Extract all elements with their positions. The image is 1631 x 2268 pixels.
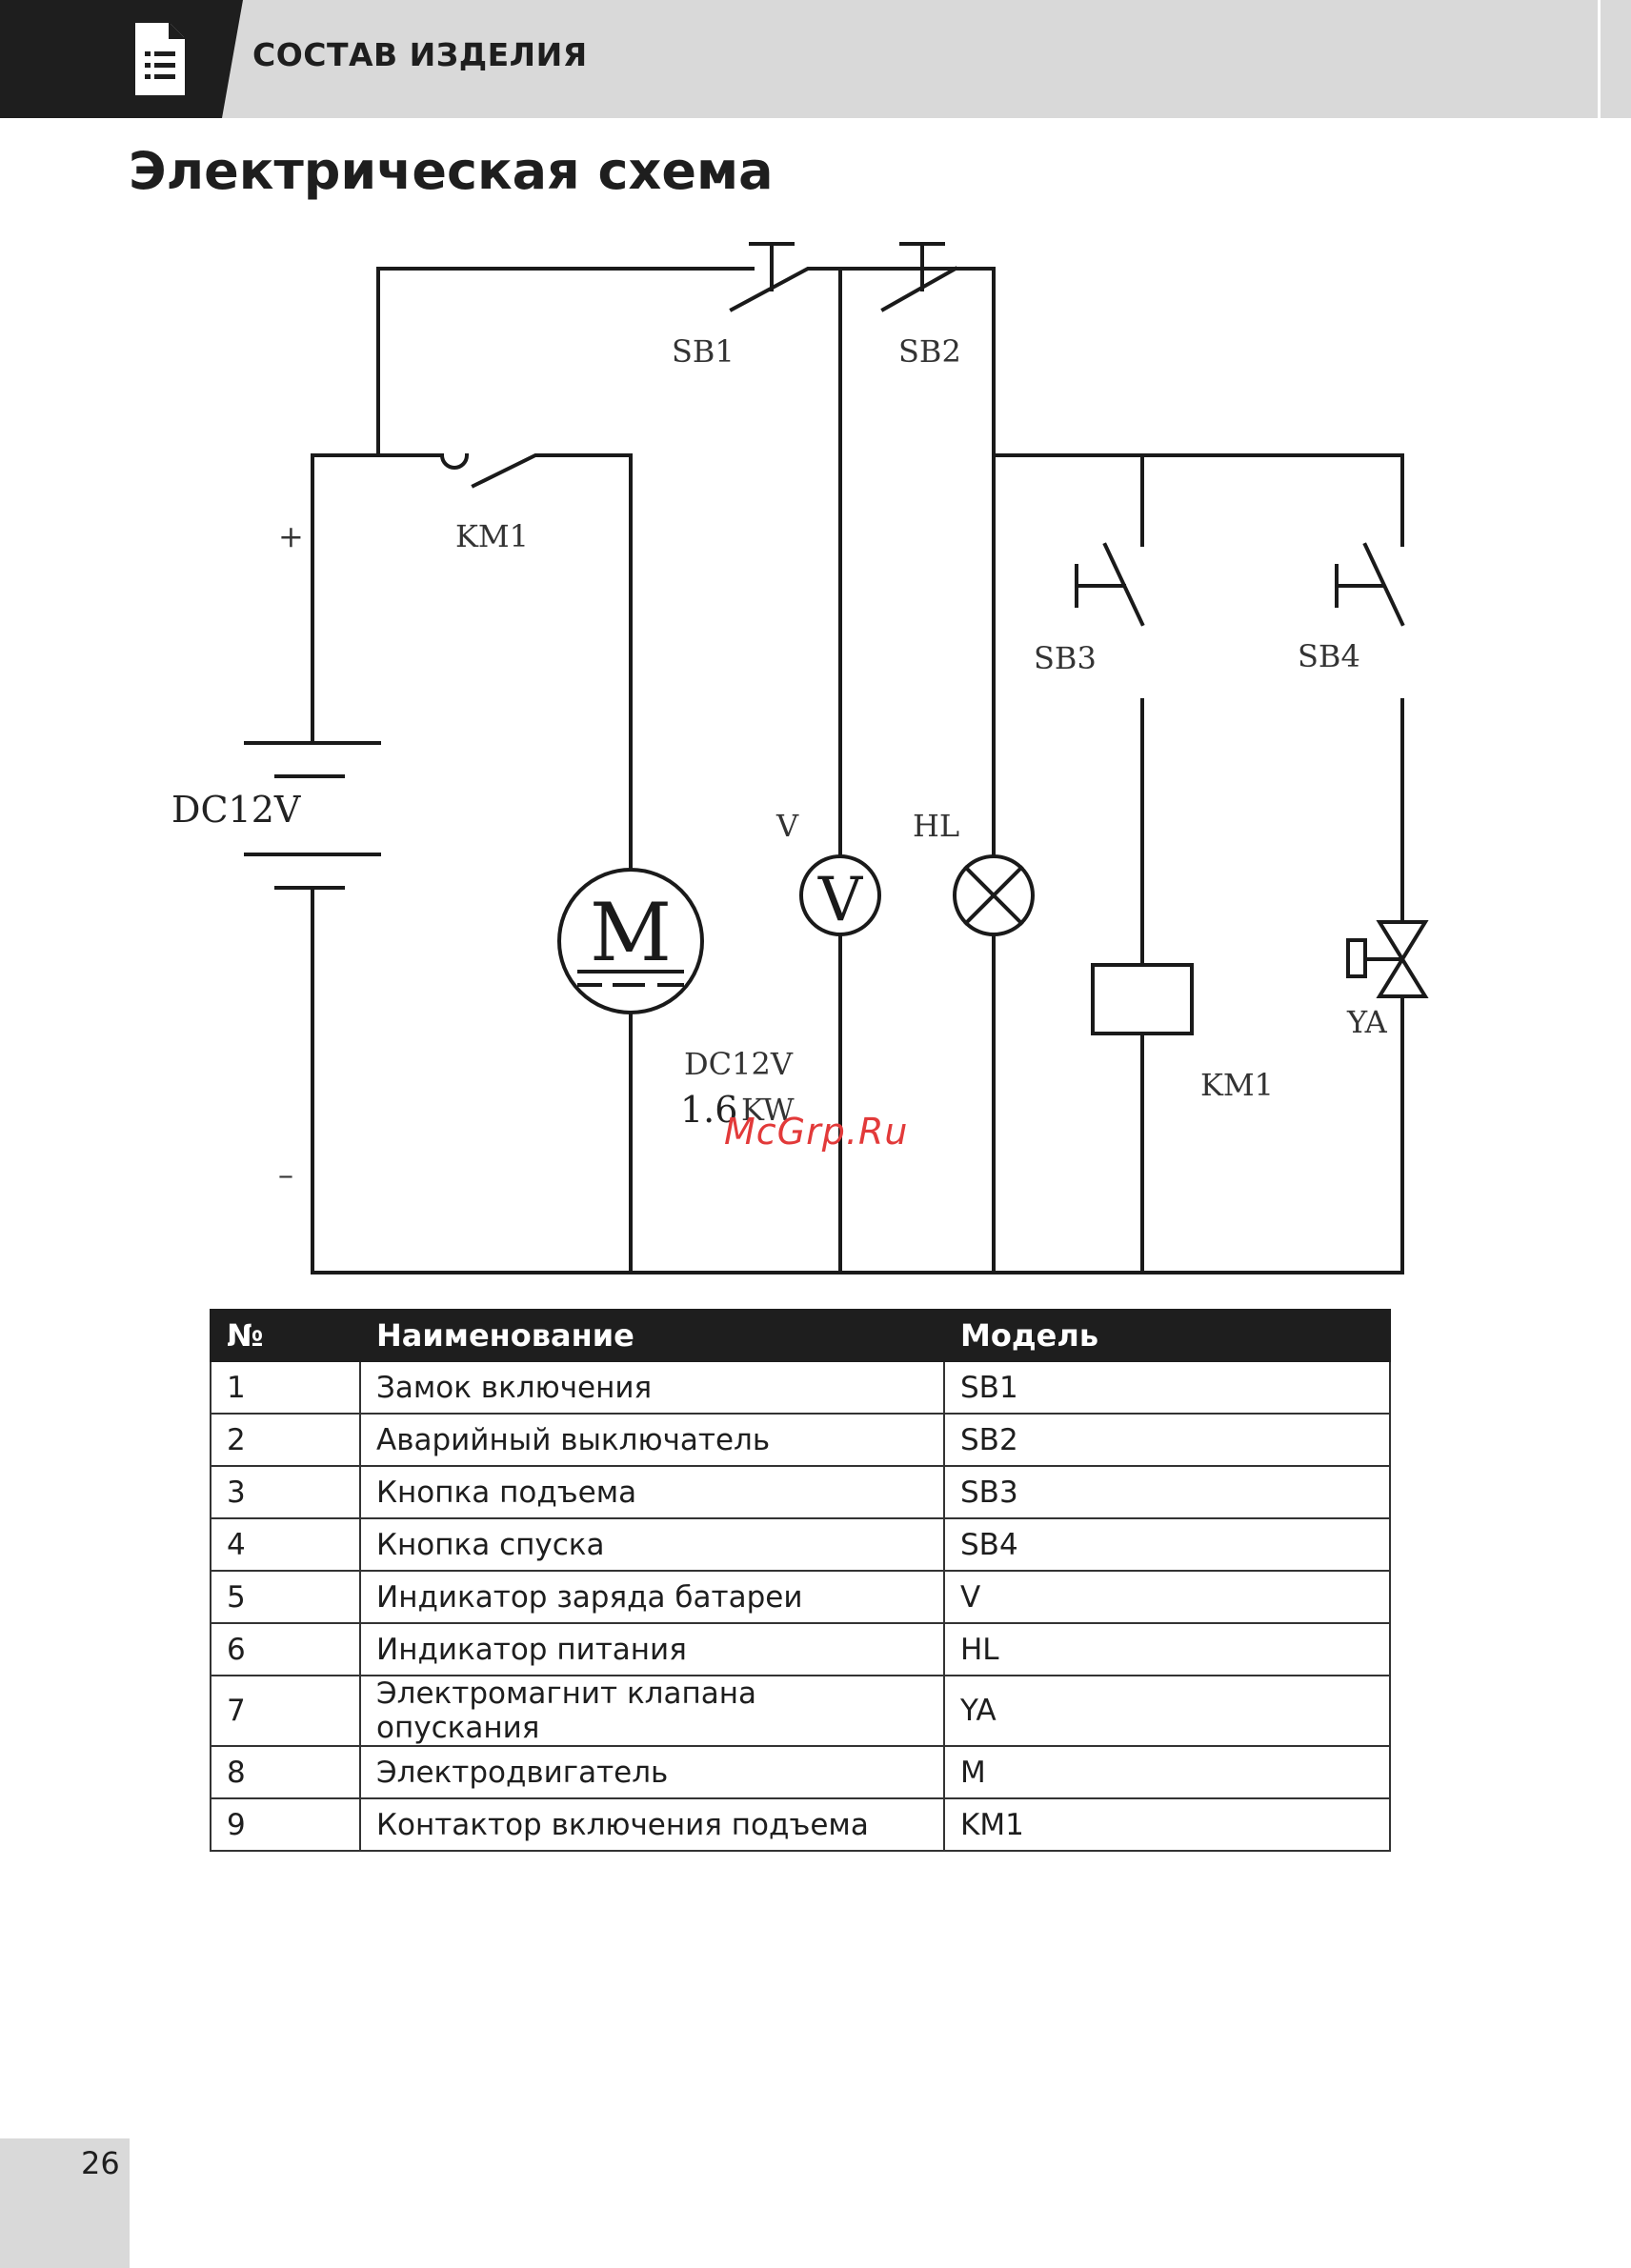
header-number: № bbox=[210, 1309, 361, 1362]
label-ya: YA bbox=[1346, 1004, 1388, 1040]
header-tab bbox=[0, 0, 243, 118]
switch-sb1-actuator bbox=[749, 242, 795, 291]
label-sb1: SB1 bbox=[672, 333, 735, 370]
page-number: 26 bbox=[81, 2145, 120, 2181]
cell-name: Контактор включения подъема bbox=[359, 1797, 945, 1852]
km1-contact-arc bbox=[439, 452, 470, 470]
cell-model: SB4 bbox=[943, 1517, 1391, 1572]
button-sb4-actuator bbox=[1335, 564, 1385, 608]
label-plus: + bbox=[278, 518, 304, 554]
table-row: 3 Кнопка подъема SB3 bbox=[210, 1465, 1391, 1519]
label-voltmeter: V bbox=[775, 808, 799, 844]
table-row: 1 Замок включения SB1 bbox=[210, 1360, 1391, 1415]
cell-number: 2 bbox=[210, 1413, 361, 1467]
cell-number: 4 bbox=[210, 1517, 361, 1572]
label-battery: DC12V bbox=[171, 789, 301, 831]
label-minus: – bbox=[278, 1156, 293, 1193]
header-divider bbox=[1598, 0, 1601, 118]
cell-name: Кнопка спуска bbox=[359, 1517, 945, 1572]
table-row: 2 Аварийный выключатель SB2 bbox=[210, 1413, 1391, 1467]
voltmeter-letter: V bbox=[817, 865, 864, 935]
table-row: 8 Электродвигатель M bbox=[210, 1745, 1391, 1799]
page-number-box bbox=[0, 2138, 130, 2268]
label-sb3: SB3 bbox=[1034, 640, 1097, 676]
cell-model: V bbox=[943, 1570, 1391, 1624]
label-km1-coil: KM1 bbox=[1200, 1067, 1274, 1103]
document-list-icon bbox=[135, 23, 185, 95]
cell-number: 9 bbox=[210, 1797, 361, 1852]
table-row: 4 Кнопка спуска SB4 bbox=[210, 1517, 1391, 1572]
motor-symbol bbox=[557, 868, 704, 1014]
cell-name: Кнопка подъема bbox=[359, 1465, 945, 1519]
km1-contact-blade bbox=[471, 453, 633, 1274]
page-title: Электрическая схема bbox=[129, 141, 774, 201]
switch-sb2-blade bbox=[880, 266, 958, 312]
valve-solenoid bbox=[1346, 938, 1367, 978]
cell-number: 3 bbox=[210, 1465, 361, 1519]
header-bar bbox=[0, 0, 1631, 118]
label-sb2: SB2 bbox=[898, 333, 961, 370]
wiring-diagram: SB1 SB2 KM1 + – DC12V M V V HL SB3 SB4 Y… bbox=[171, 242, 1429, 1274]
cell-name: Электродвигатель bbox=[359, 1745, 945, 1799]
cell-number: 5 bbox=[210, 1570, 361, 1624]
parts-table: № Наименование Модель 1 Замок включения … bbox=[210, 1309, 1391, 1852]
motor-letter: M bbox=[590, 886, 672, 979]
table-row: 9 Контактор включения подъема KM1 bbox=[210, 1797, 1391, 1852]
switch-sb2-actuator bbox=[899, 242, 945, 291]
table-row: 5 Индикатор заряда батареи V bbox=[210, 1570, 1391, 1624]
watermark: McGrp.Ru bbox=[724, 1111, 909, 1153]
table-row: 7 Электромагнит клапана опускания YA bbox=[210, 1675, 1391, 1747]
coil-km1 bbox=[1091, 963, 1194, 1035]
cell-name: Аварийный выключатель bbox=[359, 1413, 945, 1467]
cell-model: M bbox=[943, 1745, 1391, 1799]
label-motor-power-unit: KW bbox=[741, 1092, 795, 1128]
cell-number: 7 bbox=[210, 1675, 361, 1747]
label-motor-voltage: DC12V bbox=[684, 1046, 794, 1082]
button-sb3-actuator bbox=[1075, 564, 1126, 608]
label-lamp: HL bbox=[913, 808, 959, 844]
cell-model: SB3 bbox=[943, 1465, 1391, 1519]
cell-model: SB2 bbox=[943, 1413, 1391, 1467]
table-row: 6 Индикатор питания HL bbox=[210, 1622, 1391, 1676]
cell-model: HL bbox=[943, 1622, 1391, 1676]
wire-right-top bbox=[992, 453, 1404, 547]
header-name: Наименование bbox=[359, 1309, 945, 1362]
header-model: Модель bbox=[943, 1309, 1391, 1362]
label-sb4: SB4 bbox=[1298, 638, 1360, 674]
cell-name: Индикатор питания bbox=[359, 1622, 945, 1676]
section-title: СОСТАВ ИЗДЕЛИЯ bbox=[252, 36, 588, 73]
label-motor-power: 1.6 bbox=[680, 1089, 737, 1131]
table-header-row: № Наименование Модель bbox=[210, 1309, 1391, 1362]
switch-sb1-blade bbox=[729, 267, 996, 312]
voltmeter-symbol bbox=[799, 854, 881, 936]
cell-model: YA bbox=[943, 1675, 1391, 1747]
cell-number: 8 bbox=[210, 1745, 361, 1799]
top-wire bbox=[376, 267, 755, 457]
cell-model: SB1 bbox=[943, 1360, 1391, 1415]
label-km1-switch: KM1 bbox=[455, 518, 529, 554]
cell-name: Электромагнит клапана опускания bbox=[359, 1675, 945, 1747]
cell-model: KM1 bbox=[943, 1797, 1391, 1852]
cell-name: Замок включения bbox=[359, 1360, 945, 1415]
cell-name: Индикатор заряда батареи bbox=[359, 1570, 945, 1624]
cell-number: 6 bbox=[210, 1622, 361, 1676]
cell-number: 1 bbox=[210, 1360, 361, 1415]
